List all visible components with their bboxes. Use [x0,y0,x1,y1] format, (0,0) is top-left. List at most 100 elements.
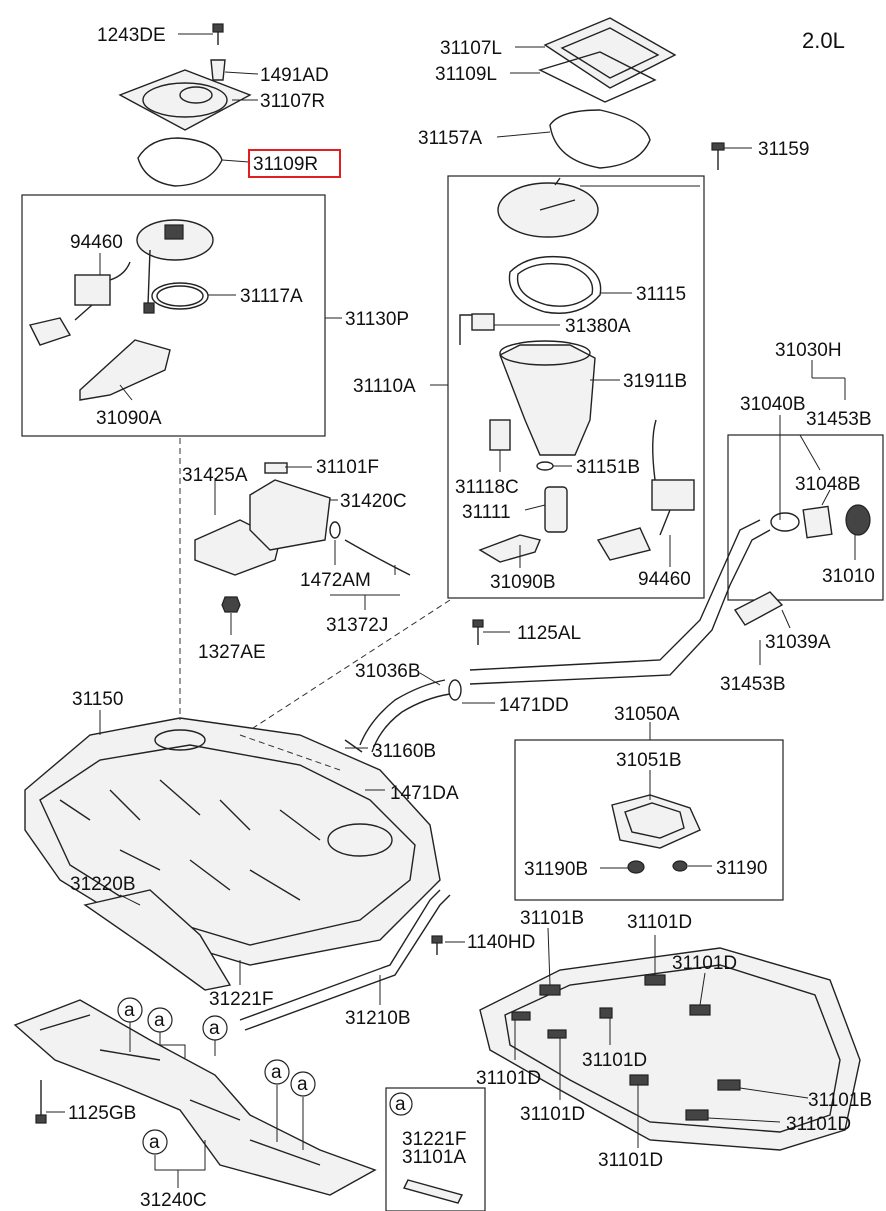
oring-31151B [536,461,554,471]
nut-1327AE [221,596,241,613]
inset-label-31101A[interactable]: 31101A [402,1147,466,1168]
part-label-31150[interactable]: 31150 [72,689,123,710]
part-label-31039A[interactable]: 31039A [765,632,831,653]
part-label-31157A[interactable]: 31157A [418,128,482,149]
bolt-1125AL [472,619,484,645]
part-label-31117A[interactable]: 31117A [240,286,303,307]
callout-a-5: a [290,1071,316,1097]
callout-a-inset: a [389,1092,413,1116]
part-label-1125GB[interactable]: 1125GB [68,1103,136,1124]
part-label-1140HD[interactable]: 1140HD [467,932,535,953]
pump-plate-31130P [136,219,214,314]
screw-31159 [711,142,725,170]
part-label-31090A[interactable]: 31090A [96,408,162,429]
part-label-31051B[interactable]: 31051B [616,750,682,771]
part-label-31372J[interactable]: 31372J [326,615,388,636]
part-label-31101D-lower[interactable]: 31101D [520,1104,585,1125]
part-label-31107R[interactable]: 31107R [260,91,325,112]
fitting-31101F [264,462,288,474]
pump-31111 [544,486,568,533]
callout-a-4: a [264,1059,290,1085]
seal-31115 [508,255,602,314]
callout-a-label: a [149,1132,160,1153]
callout-a-inset-box [385,1087,486,1211]
callout-a-2: a [147,1007,173,1033]
part-label-31110A[interactable]: 31110A [353,376,416,397]
fuel-tank-lower-view [479,947,861,1151]
part-label-1471DD[interactable]: 1471DD [499,695,569,716]
bolt-1243DE [212,23,224,45]
part-label-31040B[interactable]: 31040B [740,394,806,415]
callout-a-label: a [209,1018,220,1039]
part-label-31101D-top[interactable]: 31101D [627,912,692,933]
part-label-31109L[interactable]: 31109L [435,64,497,85]
hose-31036B [359,679,462,753]
filler-neck-31040B-box [727,434,884,601]
engine-label: 2.0L [802,28,845,53]
part-label-31130P[interactable]: 31130P [345,309,409,330]
highlight-box-31109R [248,149,341,178]
part-label-31030H[interactable]: 31030H [775,340,842,361]
part-label-31420C[interactable]: 31420C [340,491,407,512]
heat-shield-31220B [83,889,232,991]
part-label-31010[interactable]: 31010 [822,566,875,587]
cap-plate-31051B [611,794,701,849]
part-label-31101B-top[interactable]: 31101B [520,908,584,929]
part-label-31221F[interactable]: 31221F [209,989,273,1010]
part-label-1125AL[interactable]: 1125AL [517,623,581,644]
strainer-31090B [478,534,541,563]
part-label-1327AE[interactable]: 1327AE [198,642,266,663]
part-label-31101D-bottom-right[interactable]: 31101D [786,1114,851,1135]
bolt-1140HD [431,935,443,955]
part-label-31048B[interactable]: 31048B [795,474,861,495]
part-label-31107L[interactable]: 31107L [440,38,502,59]
canister-31420C [249,479,331,551]
part-label-31159[interactable]: 31159 [758,139,809,160]
part-label-31101F[interactable]: 31101F [316,457,379,478]
part-label-1471DA[interactable]: 1471DA [390,783,459,804]
part-label-31911B[interactable]: 31911B [623,371,687,392]
part-label-31220B[interactable]: 31220B [70,874,136,895]
part-label-31036B[interactable]: 31036B [355,661,421,682]
part-label-31240C[interactable]: 31240C [140,1190,207,1211]
part-label-31101D-right[interactable]: 31101D [672,953,737,974]
part-label-31160B[interactable]: 31160B [372,741,436,762]
part-label-94460-left[interactable]: 94460 [70,232,123,253]
sender-94460-right [596,419,695,561]
part-label-31380A[interactable]: 31380A [565,316,631,337]
fuel-pump-assembly-31130P-box [21,194,326,437]
part-label-31101D-mid[interactable]: 31101D [582,1050,647,1071]
part-label-31101D-left[interactable]: 31101D [476,1068,541,1089]
part-label-31190B[interactable]: 31190B [524,859,588,880]
gasket-31109L [538,51,657,103]
pump-cover-31110A [497,177,700,238]
part-label-31210B[interactable]: 31210B [345,1008,411,1029]
filler-pipe [469,519,771,685]
part-label-31118C[interactable]: 31118C [455,477,519,498]
part-label-31115[interactable]: 31115 [636,284,686,305]
part-label-31425A[interactable]: 31425A [182,465,248,486]
callout-a-6: a [142,1129,168,1155]
part-label-1472AM[interactable]: 1472AM [300,570,371,591]
part-label-31453B-bottom[interactable]: 31453B [720,674,786,695]
grommet-31190B [627,860,645,874]
grommet-1491AD [210,59,226,81]
part-label-1243DE[interactable]: 1243DE [97,25,166,46]
part-label-31453B-top[interactable]: 31453B [806,409,872,430]
part-label-31109R[interactable]: 31109R [253,154,318,175]
part-label-31190[interactable]: 31190 [716,858,767,879]
under-cover-31240C [13,999,377,1196]
part-label-31151B[interactable]: 31151B [576,457,640,478]
dashed-line-hose-to-tank [239,734,341,771]
cover-31107L [543,17,677,89]
part-label-94460-right[interactable]: 94460 [638,569,691,590]
hose-1472AM [329,521,411,576]
part-label-31050A[interactable]: 31050A [614,704,680,725]
part-label-1491AD[interactable]: 1491AD [260,65,329,86]
inset-label-31221F[interactable]: 31221F [402,1129,466,1150]
part-label-31101D-bottom[interactable]: 31101D [598,1150,663,1171]
inset-pad-31221F [402,1179,464,1204]
part-label-31101B-bottom[interactable]: 31101B [808,1090,872,1111]
part-label-31090B[interactable]: 31090B [490,572,556,593]
part-label-31111[interactable]: 31111 [462,502,511,523]
